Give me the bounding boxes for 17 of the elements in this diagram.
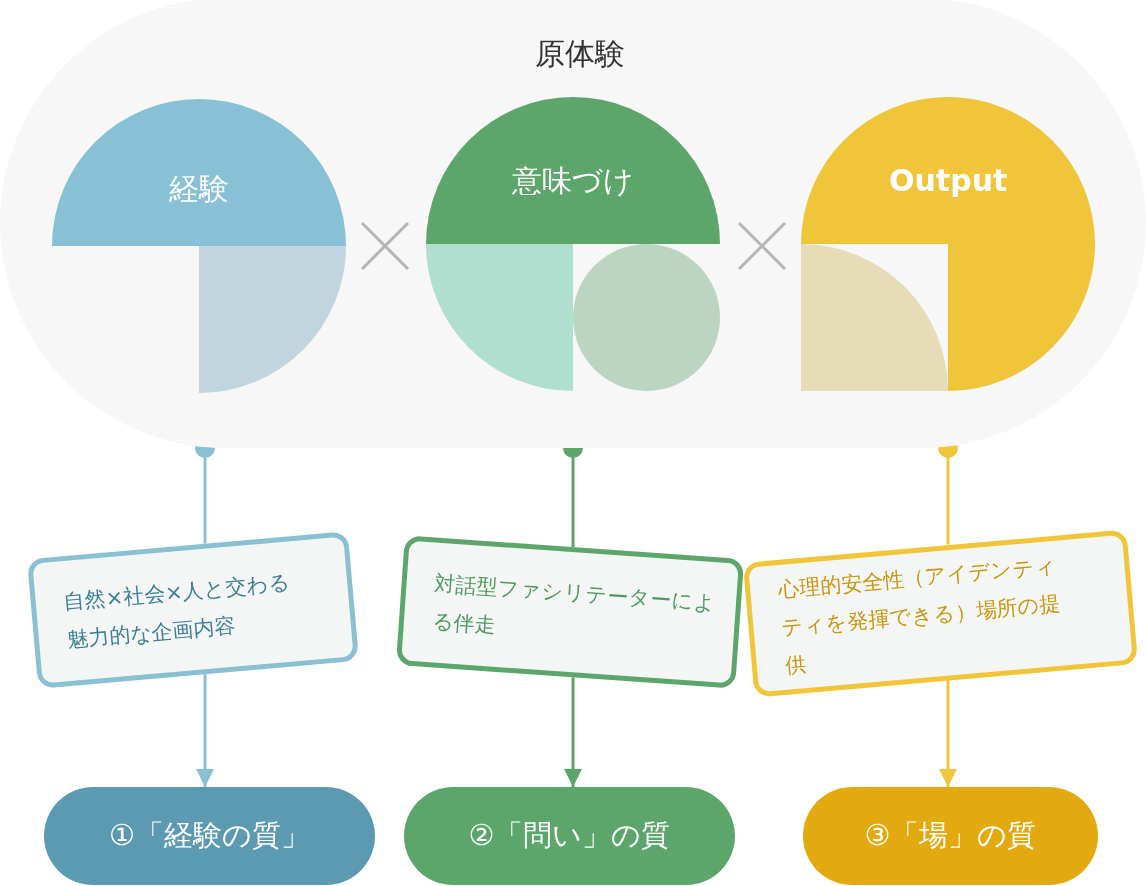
arrow <box>196 674 214 787</box>
shape-drawing <box>426 97 720 391</box>
arrow <box>939 680 957 787</box>
shape-drawing <box>52 99 346 393</box>
band-title: 原体験 <box>535 35 625 73</box>
result-pill: ③「場」の質 <box>803 787 1098 885</box>
result-pill: ①「経験の質」 <box>44 787 375 885</box>
arrow <box>564 677 582 787</box>
tilted-card: 心理的安全性（アイデンティティを発揮できる）場所の提供 <box>742 529 1138 697</box>
rounded-band <box>0 0 1146 448</box>
shape-label: Output <box>889 163 1008 198</box>
shape-label: 意味づけ <box>512 162 634 200</box>
tilted-card: 自然×社会×人と交わる魅力的な企画内容 <box>26 531 360 689</box>
shape-label: 経験 <box>169 170 229 208</box>
tilted-card: 対話型ファシリテーターによる伴走 <box>395 535 745 689</box>
shape-drawing <box>801 97 1095 391</box>
result-pill: ②「問い」の質 <box>404 787 735 885</box>
